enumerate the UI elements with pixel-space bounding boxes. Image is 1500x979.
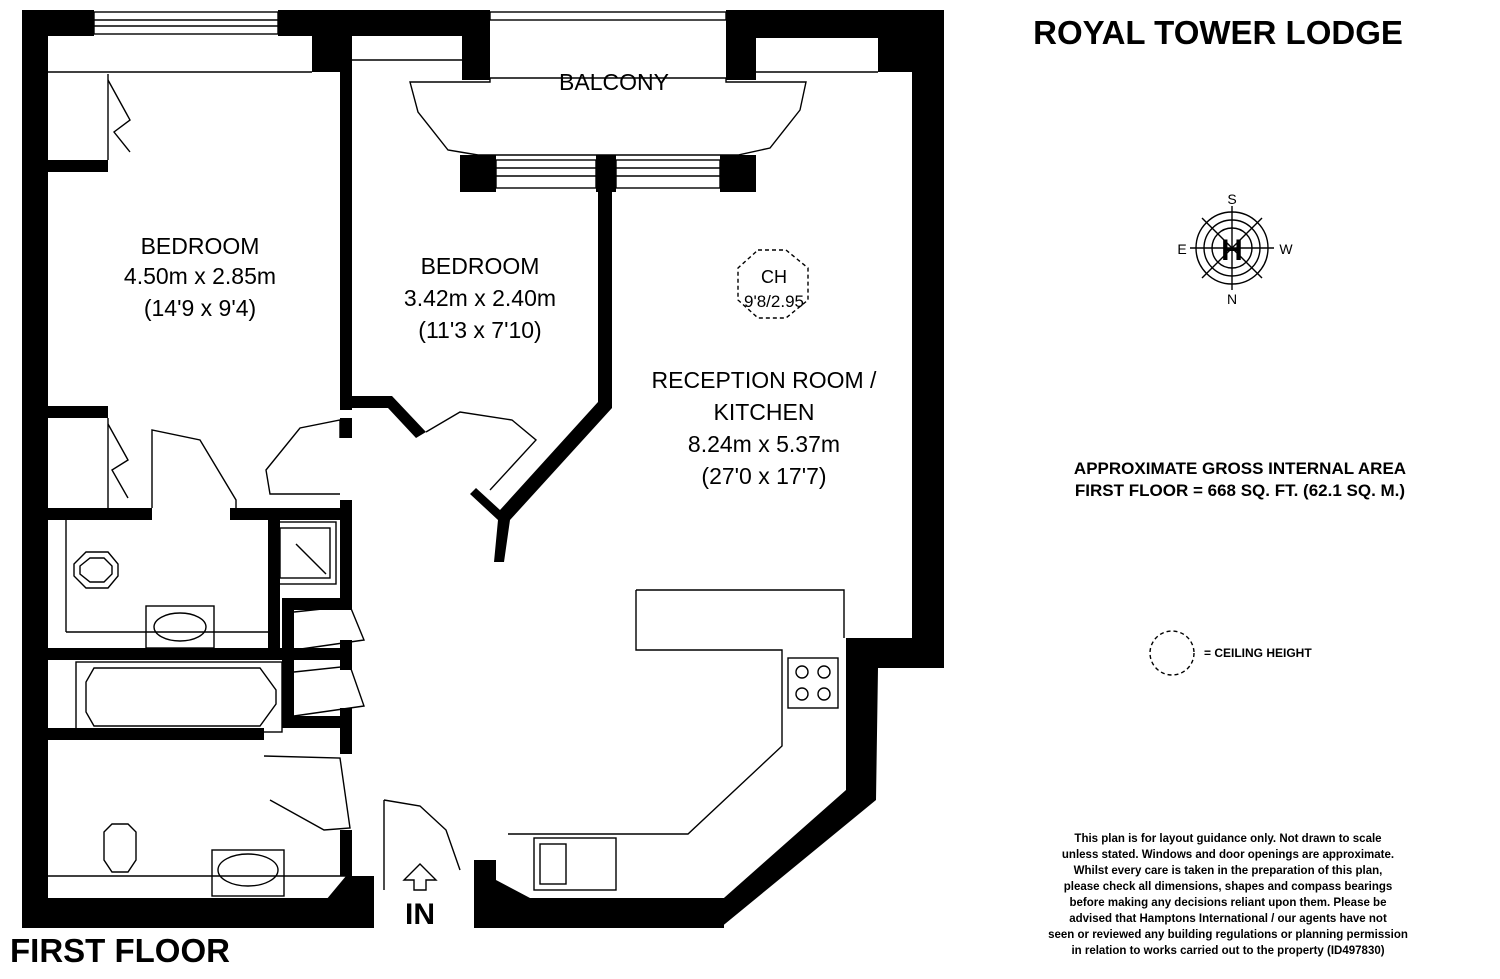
reception-name-line1: RECEPTION ROOM /	[652, 367, 878, 393]
bedroom1-metric: 4.50m x 2.85m	[124, 263, 276, 289]
ceiling-height-label: CH	[761, 267, 787, 287]
bedroom2-name: BEDROOM	[421, 253, 540, 279]
area-line2: FIRST FLOOR = 668 SQ. FT. (62.1 SQ. M.)	[1075, 481, 1405, 500]
disclaimer-line: before making any decisions reliant upon…	[1070, 897, 1387, 909]
disclaimer-line: Whilst every care is taken in the prepar…	[1074, 865, 1383, 877]
disclaimer-line: seen or reviewed any building regulation…	[1048, 929, 1408, 941]
disclaimer: This plan is for layout guidance only. N…	[1048, 833, 1408, 957]
bedroom1-name: BEDROOM	[141, 233, 260, 259]
shower-icon	[273, 521, 337, 585]
bath-icon	[75, 661, 283, 733]
floor-label: FIRST FLOOR	[10, 932, 230, 969]
legend-ceiling-icon	[1149, 630, 1195, 676]
ceiling-height-value: 9'8/2.95	[744, 292, 804, 311]
entrance-label: IN	[405, 898, 435, 931]
compass-bottom: N	[1227, 291, 1237, 307]
bedroom1-imperial: (14'9 x 9'4)	[144, 295, 256, 321]
bathroom-fixtures	[48, 520, 346, 897]
toilet-icon	[73, 551, 119, 589]
compass-top: S	[1227, 191, 1236, 207]
compass-right: W	[1279, 241, 1293, 257]
windows	[48, 11, 878, 189]
kitchen-sink-icon	[533, 837, 617, 891]
door-swings	[107, 74, 538, 890]
disclaimer-line: in relation to works carried out to the …	[1071, 945, 1384, 957]
bedroom2-imperial: (11'3 x 7'10)	[418, 317, 541, 343]
hob-icon	[787, 657, 839, 709]
outer-walls	[22, 10, 944, 928]
reception-name-line2: KITCHEN	[714, 399, 815, 425]
entrance: IN	[402, 863, 438, 931]
balcony-outline	[409, 77, 807, 156]
disclaimer-line: advised that Hamptons International / ou…	[1069, 913, 1387, 925]
toilet-icon	[103, 823, 137, 873]
reception-imperial: (27'0 x 17'7)	[701, 463, 826, 489]
compass-rose: H S N E W	[1177, 191, 1293, 307]
sink-icon	[145, 605, 215, 649]
compass-left: E	[1177, 241, 1186, 257]
page-title: ROYAL TOWER LODGE	[1033, 14, 1403, 51]
ceiling-height-marker	[737, 249, 809, 319]
balcony-name: BALCONY	[559, 69, 669, 95]
room-labels: BEDROOM 4.50m x 2.85m (14'9 x 9'4) BEDRO…	[124, 69, 877, 489]
area-line1: APPROXIMATE GROSS INTERNAL AREA	[1074, 459, 1406, 478]
up-arrow-icon	[402, 863, 438, 891]
bedroom2-metric: 3.42m x 2.40m	[404, 285, 556, 311]
disclaimer-line: unless stated. Windows and door openings…	[1062, 849, 1394, 861]
disclaimer-line: please check all dimensions, shapes and …	[1064, 881, 1393, 893]
legend: = CEILING HEIGHT	[1149, 630, 1312, 676]
legend-ceiling-text: = CEILING HEIGHT	[1204, 646, 1312, 660]
disclaimer-line: This plan is for layout guidance only. N…	[1074, 833, 1381, 845]
reception-metric: 8.24m x 5.37m	[688, 431, 840, 457]
compass-center: H	[1221, 234, 1243, 267]
sink-icon	[211, 849, 285, 897]
kitchen-units	[508, 589, 845, 891]
